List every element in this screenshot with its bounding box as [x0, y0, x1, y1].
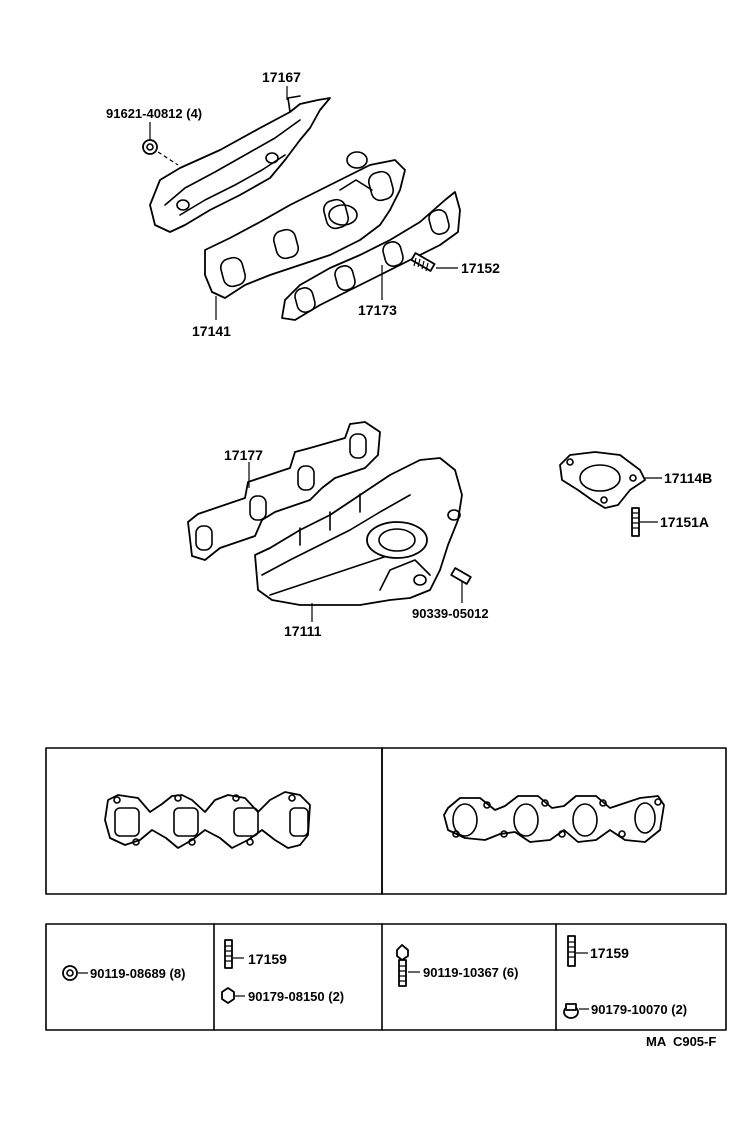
flange-gasket-17114b	[559, 451, 646, 509]
exhaust-gasket-17173	[281, 191, 461, 321]
hex-nut-icon	[221, 987, 235, 1004]
stud-17152	[410, 252, 436, 272]
table-cell4-bottom: 90179-10070 (2)	[591, 1002, 687, 1017]
intake-gasket-17177	[187, 421, 381, 561]
table-cell2-bottom: 90179-08150 (2)	[248, 989, 344, 1004]
table-cell1-part: 90119-08689 (8)	[90, 966, 185, 981]
stud-icon-2	[567, 935, 576, 967]
bolt-icon	[396, 944, 409, 987]
label-17114b: 17114B	[664, 470, 712, 486]
heat-insulator-17167	[149, 95, 331, 233]
gasket-square-ports	[104, 791, 311, 849]
label-17141: 17141	[192, 323, 231, 339]
table-cell2-top: 17159	[248, 951, 287, 967]
label-17152: 17152	[461, 260, 500, 276]
nut-icon	[62, 965, 78, 981]
intake-manifold-17111	[254, 457, 463, 606]
label-17111: 17111	[284, 623, 322, 639]
stud-icon	[224, 939, 233, 969]
gasket-box-right	[381, 747, 727, 895]
label-91621: 91621-40812 (4)	[106, 106, 202, 121]
flange-nut-icon	[563, 1003, 579, 1019]
exhaust-manifold-17141	[204, 151, 406, 299]
stud-17151a	[631, 507, 640, 537]
label-17151a: 17151A	[660, 514, 709, 530]
diagram-code: MA C905-F	[646, 1034, 716, 1049]
pin-90339	[450, 567, 472, 585]
label-17173: 17173	[358, 302, 397, 318]
label-90339: 90339-05012	[412, 606, 489, 621]
nut-91621	[142, 139, 158, 155]
label-17177: 17177	[224, 447, 263, 463]
gasket-oval-ports	[443, 795, 665, 843]
label-17167: 17167	[262, 69, 301, 85]
table-cell4-top: 17159	[590, 945, 629, 961]
hardware-table	[45, 923, 727, 1031]
table-cell3-part: 90119-10367 (6)	[423, 965, 518, 980]
